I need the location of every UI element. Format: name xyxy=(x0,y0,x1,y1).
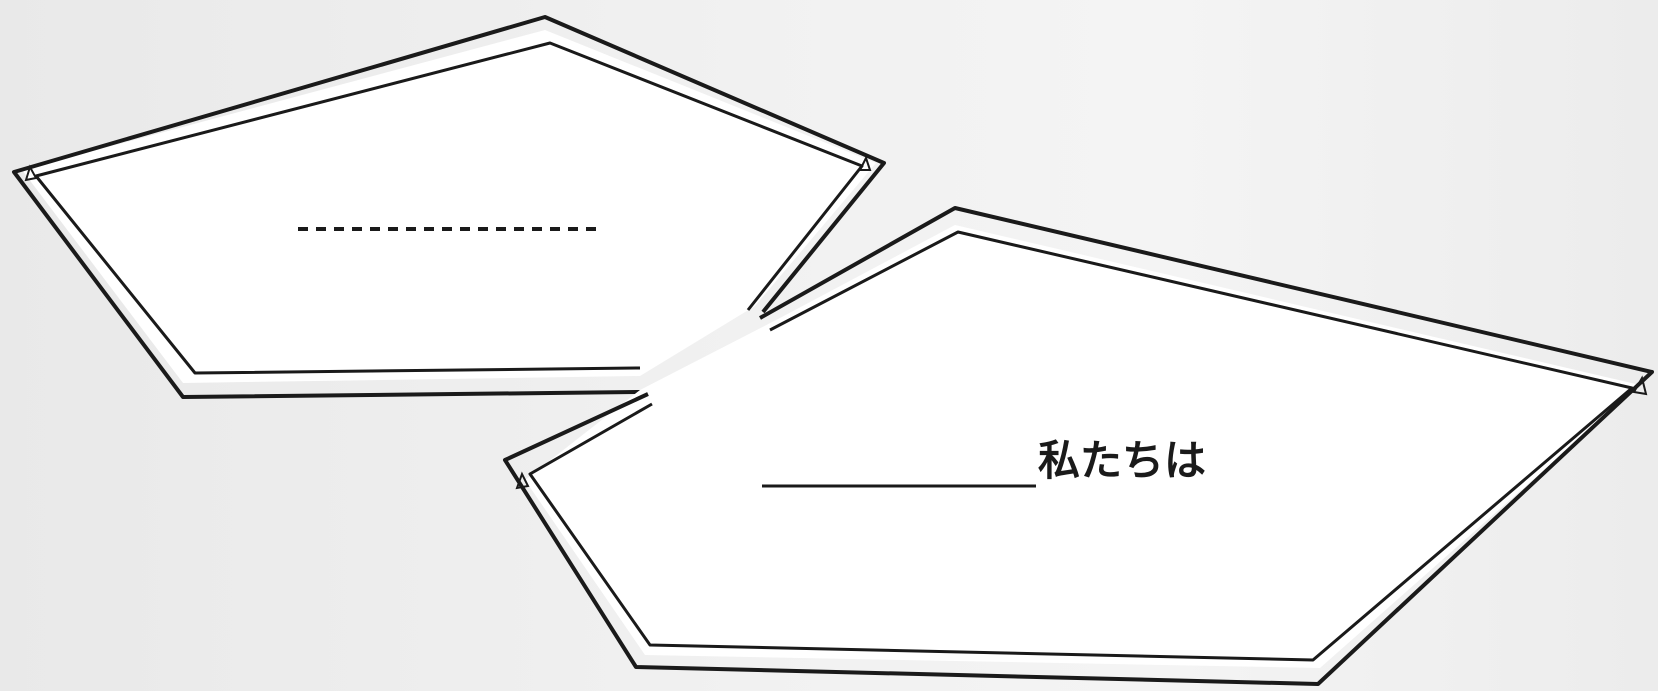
lower-pentagon-inner-line xyxy=(528,230,1634,662)
upper-pentagon-inner-line xyxy=(34,41,864,375)
upper-pentagon-outer-line xyxy=(12,15,886,399)
lower-pentagon-shape xyxy=(503,206,1654,686)
lower-pentagon-outer-line xyxy=(503,206,1654,686)
lower-right-corner-mark xyxy=(1632,375,1648,396)
diagram-label: 私たちは xyxy=(1038,436,1207,485)
lower-left-corner-mark xyxy=(515,471,530,490)
upper-pentagon-shape xyxy=(12,15,886,399)
upper-left-corner-mark xyxy=(24,164,38,182)
upper-right-corner-mark xyxy=(858,155,872,171)
upper-pentagon-fill xyxy=(22,30,876,383)
lower-pentagon-fill xyxy=(525,225,1640,668)
